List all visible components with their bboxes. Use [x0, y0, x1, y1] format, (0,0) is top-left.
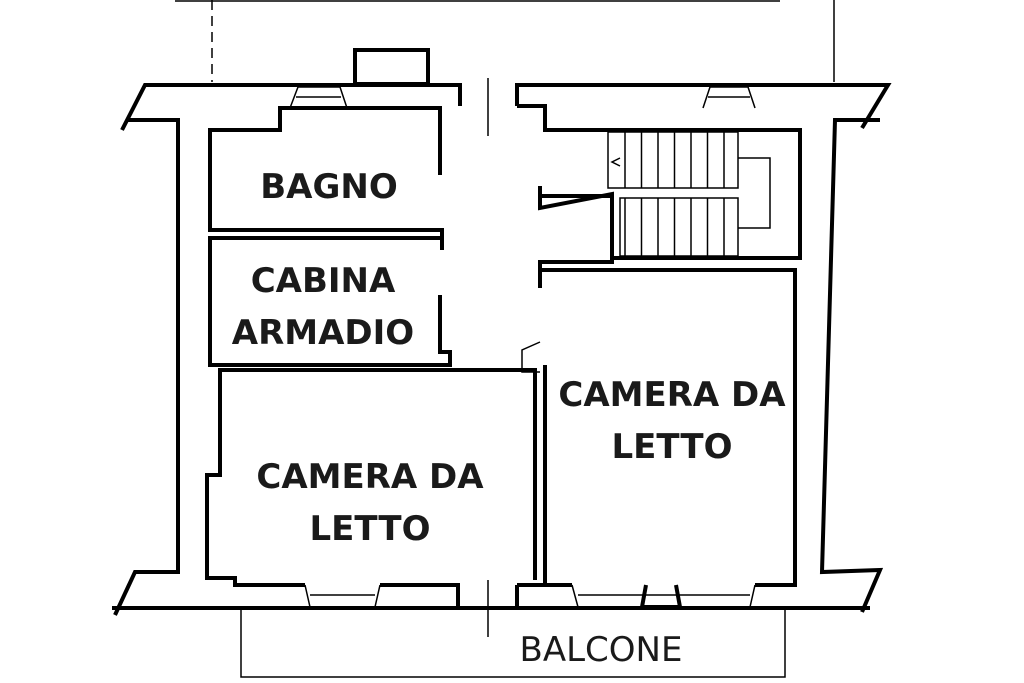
room-label-balcone: BALCONE: [520, 630, 683, 670]
camera-left-bottom: [380, 583, 460, 607]
room-label-cabina: CABINA: [251, 261, 396, 301]
column: [521, 341, 541, 373]
room-label-armadio: ARMADIO: [232, 313, 414, 353]
cabina-walls: [208, 236, 452, 367]
room-label-bagno: BAGNO: [260, 167, 398, 207]
staircase: [607, 131, 771, 257]
balcony-railing: [240, 610, 786, 678]
chimney: [353, 48, 430, 86]
room-label-camera-right-2: LETTO: [612, 427, 733, 467]
camera-left-walls: [205, 368, 537, 587]
corridor-top-wall: [517, 104, 802, 260]
niche-walls: [538, 186, 614, 280]
windows: [289, 86, 756, 609]
context-lines: [175, 0, 835, 82]
outer-walls: [112, 78, 892, 637]
room-label-camera-left: CAMERA DA: [256, 457, 484, 497]
room-label-camera-right: CAMERA DA: [558, 375, 786, 415]
room-label-camera-left-2: LETTO: [310, 509, 431, 549]
bagno-walls: [208, 106, 444, 250]
stair-arrow-icon: [610, 157, 621, 167]
